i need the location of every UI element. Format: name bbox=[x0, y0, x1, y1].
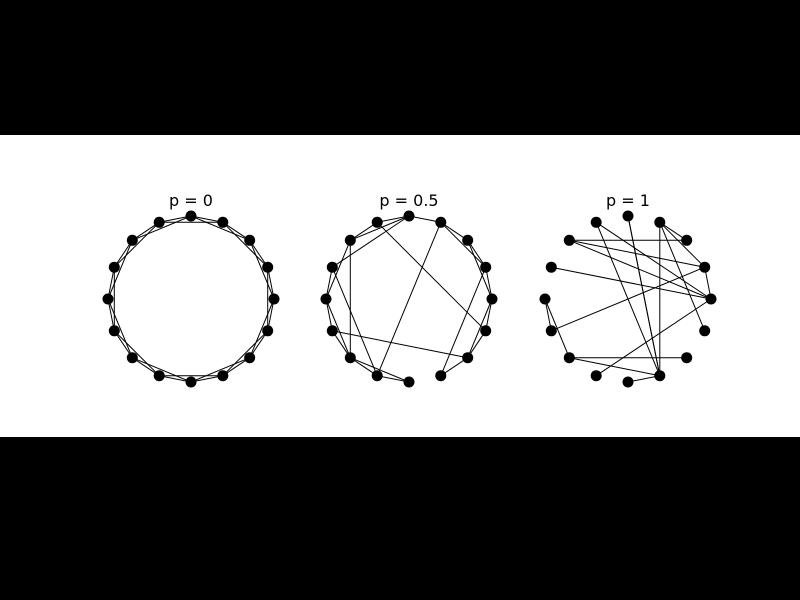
graph-node bbox=[344, 352, 356, 364]
graph-edge bbox=[376, 221, 487, 332]
graph-edge bbox=[595, 221, 712, 300]
graph-edge bbox=[467, 240, 493, 300]
graph-edge bbox=[627, 215, 661, 376]
figure-background bbox=[0, 135, 800, 437]
graph-edge bbox=[249, 298, 275, 358]
graph-edge bbox=[113, 221, 160, 268]
graph-panel-1: p = 0 bbox=[102, 191, 280, 388]
graph-node bbox=[622, 210, 634, 222]
graph-edge bbox=[467, 298, 493, 358]
letterbox-bottom bbox=[0, 437, 800, 600]
graph-node bbox=[480, 261, 492, 273]
graph-panel-3: p = 1 bbox=[539, 191, 717, 388]
graph-node bbox=[262, 261, 274, 273]
graph-node bbox=[371, 216, 383, 228]
panel-title: p = 1 bbox=[606, 191, 650, 210]
graph-node bbox=[705, 293, 717, 305]
graph-node bbox=[622, 376, 634, 388]
graph-edge bbox=[107, 298, 133, 358]
graph-edge bbox=[440, 267, 487, 376]
graph-node bbox=[244, 352, 256, 364]
graph-panel-2: p = 0.5 bbox=[320, 191, 498, 388]
graph-node bbox=[590, 370, 602, 382]
graph-node bbox=[699, 261, 711, 273]
graph-edge bbox=[132, 357, 192, 383]
graph-node bbox=[108, 261, 120, 273]
graph-node bbox=[654, 370, 666, 382]
graph-edge bbox=[190, 215, 250, 241]
nodes-group bbox=[539, 210, 717, 388]
graph-edge bbox=[659, 221, 706, 268]
graph-node bbox=[217, 216, 229, 228]
graph-node bbox=[545, 261, 557, 273]
graph-node bbox=[590, 216, 602, 228]
graph-node bbox=[563, 352, 575, 364]
graph-node bbox=[681, 234, 693, 246]
panel-title: p = 0 bbox=[169, 191, 213, 210]
graph-node bbox=[126, 352, 138, 364]
graph-node bbox=[108, 325, 120, 337]
graph-node bbox=[262, 325, 274, 337]
graph-node bbox=[699, 325, 711, 337]
graph-node bbox=[435, 216, 447, 228]
graph-edge bbox=[249, 240, 275, 300]
graph-node bbox=[654, 216, 666, 228]
graph-node bbox=[126, 234, 138, 246]
graph-edge bbox=[332, 330, 468, 359]
graph-edge bbox=[222, 221, 269, 268]
graph-edge bbox=[595, 298, 712, 377]
graph-edge bbox=[113, 330, 160, 377]
graph-edge bbox=[350, 215, 410, 241]
graph-node bbox=[435, 370, 447, 382]
graph-edge bbox=[325, 298, 351, 358]
graph-edge bbox=[107, 240, 133, 300]
graph-edge bbox=[190, 357, 250, 383]
graph-edge bbox=[376, 222, 442, 376]
graph-node bbox=[462, 352, 474, 364]
graph-node bbox=[545, 325, 557, 337]
graph-node bbox=[480, 325, 492, 337]
graph-node bbox=[371, 370, 383, 382]
graph-node bbox=[403, 376, 415, 388]
graph-node bbox=[217, 370, 229, 382]
graph-node bbox=[153, 216, 165, 228]
graph-node bbox=[462, 234, 474, 246]
graph-node bbox=[344, 234, 356, 246]
graph-node bbox=[320, 293, 332, 305]
graph-edge bbox=[222, 330, 269, 377]
graph-node bbox=[681, 352, 693, 364]
graph-node bbox=[244, 234, 256, 246]
graph-node bbox=[153, 370, 165, 382]
graph-node bbox=[326, 325, 338, 337]
graph-edge bbox=[551, 266, 712, 300]
graph-node bbox=[403, 210, 415, 222]
graph-edge bbox=[332, 215, 410, 268]
graph-edge bbox=[440, 221, 487, 268]
graph-edge bbox=[569, 239, 705, 268]
graph-node bbox=[563, 234, 575, 246]
graph-node bbox=[185, 376, 197, 388]
graph-node bbox=[539, 293, 551, 305]
graph-node bbox=[326, 261, 338, 273]
nodes-group bbox=[102, 210, 280, 388]
graph-edge bbox=[325, 240, 351, 300]
graph-node bbox=[268, 293, 280, 305]
graph-edge bbox=[569, 357, 660, 377]
panel-title: p = 0.5 bbox=[379, 191, 438, 210]
graph-node bbox=[185, 210, 197, 222]
letterbox-top bbox=[0, 0, 800, 135]
graph-edge bbox=[331, 267, 378, 376]
graph-node bbox=[486, 293, 498, 305]
graph-edge bbox=[132, 215, 192, 241]
graph-node bbox=[102, 293, 114, 305]
graph-edge bbox=[551, 266, 705, 332]
nodes-group bbox=[320, 210, 498, 388]
